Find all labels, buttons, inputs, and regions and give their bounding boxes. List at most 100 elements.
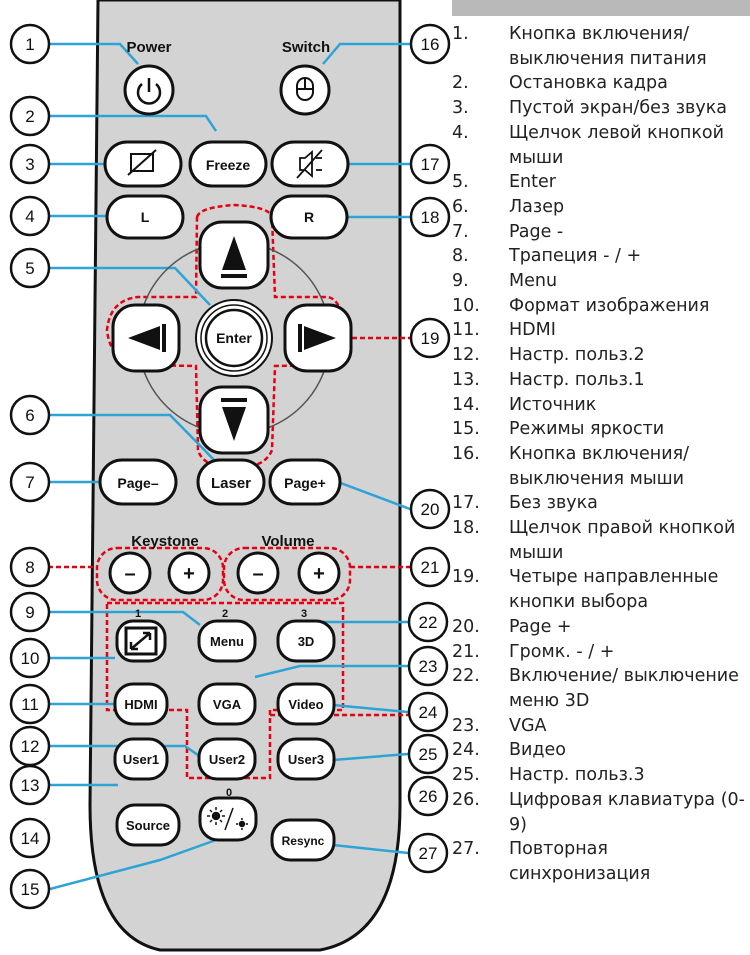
legend-list: 1.Кнопка включения/ выключения питания 2… — [452, 22, 750, 887]
freeze-label: Freeze — [206, 157, 251, 173]
callout-circle-10 — [9, 637, 51, 679]
legend-item: 13.Настр. польз.1 — [452, 369, 645, 390]
callout-circle-18 — [409, 196, 451, 238]
legend-item: 1.Кнопка включения/ выключения питания — [452, 24, 707, 69]
callout-circle-7 — [9, 461, 51, 503]
right-click-button[interactable]: R — [269, 194, 349, 240]
keystone-label: Keystone — [131, 533, 199, 550]
callout-number-25: 25 — [419, 745, 438, 764]
source-button[interactable]: Source — [115, 803, 181, 847]
callout-circle-9 — [9, 591, 51, 633]
callout-number-20: 20 — [421, 500, 440, 519]
user3-button[interactable]: User3 — [276, 737, 336, 781]
legend-item: 23.VGA — [452, 715, 547, 736]
left-click-button[interactable]: L — [105, 194, 185, 240]
legend-item: 16.Кнопка включения/ выключения мыши — [452, 443, 690, 489]
callout-number-16: 16 — [421, 35, 440, 54]
callout-number-14: 14 — [21, 829, 40, 848]
callout-circle-24 — [407, 691, 449, 733]
legend-item: 9.Menu — [452, 271, 558, 292]
mouse-switch-button[interactable] — [279, 64, 331, 116]
legend-item: 24.Видео — [452, 740, 566, 761]
legend-item: 27.Повторная синхронизация — [452, 839, 651, 884]
digit-2: 2 — [222, 608, 228, 620]
callout-circle-2 — [9, 95, 51, 137]
blank-screen-button[interactable] — [103, 140, 183, 188]
digit-1: 1 — [135, 608, 141, 620]
freeze-button[interactable]: Freeze — [188, 140, 268, 188]
page-minus-button[interactable]: Page– — [98, 458, 178, 506]
legend-item: 3.Пустой экран/без звука — [452, 98, 728, 119]
hdmi-button[interactable]: HDMI — [113, 682, 169, 726]
callout-circle-25 — [407, 733, 449, 775]
callout-circle-8 — [9, 546, 51, 588]
user1-button[interactable]: User1 — [113, 737, 169, 781]
callout-number-10: 10 — [21, 649, 40, 668]
user2-button[interactable]: User2 — [197, 737, 257, 781]
callout-circle-26 — [407, 775, 449, 817]
vga-label: VGA — [213, 697, 242, 712]
callout-number-15: 15 — [21, 880, 40, 899]
menu-label: Menu — [210, 634, 244, 649]
up-button[interactable] — [198, 220, 270, 290]
callout-number-24: 24 — [419, 703, 438, 722]
right-click-label: R — [304, 209, 314, 225]
callout-number-21: 21 — [421, 558, 440, 577]
brightness-mode-button[interactable] — [198, 796, 258, 842]
mute-icon — [296, 149, 323, 179]
callout-number-27: 27 — [419, 844, 438, 863]
down-button[interactable] — [198, 385, 270, 455]
keystone-plus-button[interactable]: + — [167, 551, 211, 595]
callout-circle-3 — [9, 143, 51, 185]
switch-label: Switch — [282, 39, 330, 56]
aspect-ratio-button[interactable] — [115, 619, 167, 663]
callout-number-18: 18 — [421, 208, 440, 227]
power-button[interactable] — [123, 64, 175, 116]
callout-number-19: 19 — [421, 329, 440, 348]
callout-number-6: 6 — [25, 406, 34, 425]
menu-button[interactable]: Menu — [197, 619, 257, 663]
3d-label: 3D — [298, 634, 315, 649]
legend-item: 10.Формат изображения — [452, 295, 710, 316]
video-label: Video — [288, 697, 323, 712]
mute-button[interactable] — [270, 140, 350, 188]
laser-button[interactable]: Laser — [196, 458, 266, 506]
user1-label: User1 — [123, 752, 159, 767]
callout-circle-14 — [9, 817, 51, 859]
legend-item: 20.Page + — [452, 616, 572, 637]
volume-plus-button[interactable]: + — [297, 551, 341, 595]
vga-button[interactable]: VGA — [197, 682, 257, 726]
video-button[interactable]: Video — [276, 682, 336, 726]
up-arrow-icon — [221, 236, 247, 278]
enter-button[interactable]: Enter — [195, 299, 273, 377]
down-arrow-icon — [221, 398, 247, 441]
resync-button[interactable]: Resync — [270, 818, 336, 862]
hdmi-label: HDMI — [124, 697, 157, 712]
legend-item: 19.Четыре направленные кнопки выбора — [452, 567, 719, 613]
callout-circle-23 — [407, 645, 449, 687]
callout-circle-15 — [9, 868, 51, 910]
right-button[interactable] — [283, 303, 353, 373]
keystone-minus-button[interactable]: – — [108, 551, 152, 595]
left-button[interactable] — [111, 303, 181, 373]
page-plus-button[interactable]: Page+ — [268, 458, 342, 506]
user3-label: User3 — [288, 752, 324, 767]
callout-number-8: 8 — [25, 558, 34, 577]
callout-circle-17 — [409, 143, 451, 185]
power-label: Power — [126, 39, 171, 56]
3d-button[interactable]: 3D — [276, 619, 336, 663]
digit-3: 3 — [301, 608, 307, 620]
enter-label: Enter — [216, 330, 252, 346]
volume-dashed-box — [222, 546, 352, 602]
legend-item: 17.Без звука — [452, 493, 598, 514]
source-label: Source — [126, 818, 170, 833]
callout-number-9: 9 — [25, 603, 34, 622]
callout-number-7: 7 — [25, 473, 34, 492]
legend-item: 2.Остановка кадра — [452, 73, 668, 94]
callout-circle-11 — [9, 683, 51, 725]
callout-circle-1 — [9, 23, 51, 65]
volume-minus-button[interactable]: – — [236, 551, 280, 595]
callout-circle-16 — [409, 23, 451, 65]
callout-number-11: 11 — [21, 695, 39, 714]
